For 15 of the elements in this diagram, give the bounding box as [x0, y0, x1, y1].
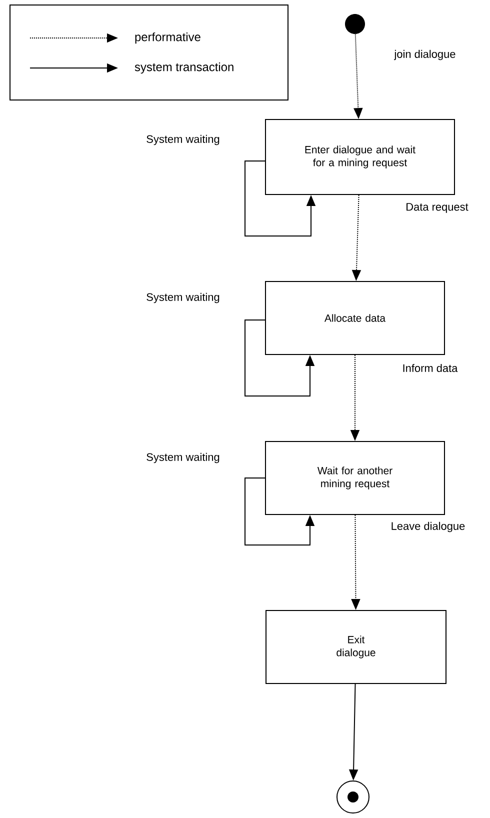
state-box: Exit dialogue	[266, 610, 446, 684]
state-box: Enter dialogue and wait for a mining request	[265, 119, 455, 195]
edge-label: Leave dialogue	[390, 520, 466, 534]
end-symbol	[336, 780, 370, 814]
edge-label: System waiting	[145, 452, 221, 464]
legend-label: performative	[135, 32, 200, 44]
edge-label: System waiting	[145, 292, 221, 304]
edge-label: Data request	[404, 202, 470, 214]
edge-label: System waiting	[145, 134, 221, 146]
start-dot	[345, 14, 365, 34]
edge-label: join dialogue	[393, 48, 457, 62]
legend-label: system transaction	[134, 62, 234, 74]
state-box: Wait for another mining request	[265, 441, 445, 515]
edge-label: Inform data	[401, 362, 459, 374]
state-box: Allocate data	[265, 281, 445, 355]
